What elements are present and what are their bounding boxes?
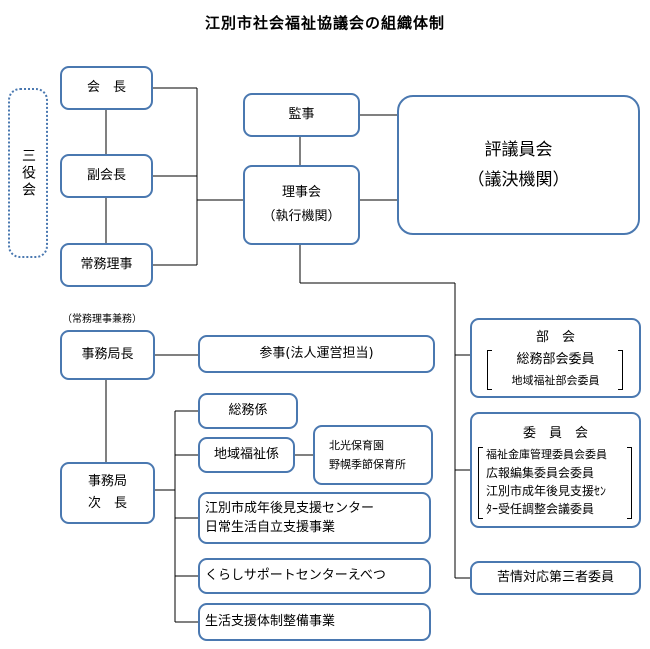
- bukai-bracket-right: [618, 350, 623, 390]
- kurashi-label: くらしサポートセンターえべつ: [205, 568, 386, 583]
- somu-box: 総務係: [198, 393, 298, 429]
- page-title: 江別市社会福祉協議会の組織体制: [204, 14, 445, 32]
- hoikuen-box: 北光保育園 野幌季節保育所: [313, 425, 433, 485]
- seikatsu-shien-label: 生活支援体制整備事業: [205, 614, 336, 629]
- kurashi-box: くらしサポートセンターえべつ: [198, 558, 431, 594]
- hyogiinkai-label-2: （議決機関）: [467, 170, 570, 190]
- seinen-koken-box: 江別市成年後見支援センター 日常生活自立支援事業: [198, 492, 431, 544]
- somu-label: 総務係: [228, 403, 268, 418]
- kanji-label: 監事: [288, 107, 315, 122]
- bukai-bracket-left: [487, 350, 492, 390]
- seinen-koken-label-1: 江別市成年後見支援センター: [205, 500, 375, 516]
- jimukyokucho-label: 事務局長: [81, 347, 134, 362]
- iinkai-item-4: ﾀｰ受任調整会議委員: [486, 502, 595, 516]
- kujo-box: 苦情対応第三者委員: [470, 561, 641, 595]
- jimukyokucho-box: 事務局長: [60, 330, 155, 380]
- jomu-riji-box: 常務理事: [60, 243, 153, 287]
- kanji-box: 監事: [243, 93, 360, 137]
- jimukyoku-jicho-box: 事務局 次 長: [60, 462, 155, 524]
- iinkai-title: 委 員 会: [522, 426, 588, 441]
- seinen-koken-label-2: 日常生活自立支援事業: [205, 519, 336, 535]
- jomu-riji-kenmu-note: （常務理事兼務）: [62, 314, 142, 325]
- iinkai-item-1: 福祉金庫管理委員会委員: [486, 448, 607, 461]
- san-yakkai-frame: 三役会: [8, 88, 48, 258]
- sanji-label: 参事(法人運営担当): [259, 346, 374, 361]
- iinkai-bracket-right: [627, 447, 632, 519]
- iinkai-bracket-left: [478, 447, 483, 519]
- bukai-item-1: 総務部会委員: [516, 352, 595, 367]
- chiiki-fukushi-box: 地域福祉係: [198, 437, 295, 473]
- jomu-riji-label: 常務理事: [80, 257, 133, 272]
- hyogiinkai-label-1: 評議員会: [484, 140, 553, 160]
- kaicho-label: 会 長: [86, 80, 126, 95]
- chiiki-fukushi-label: 地域福祉係: [213, 447, 279, 462]
- jimukyoku-jicho-label-2: 次 長: [87, 496, 127, 511]
- seikatsu-shien-box: 生活支援体制整備事業: [198, 603, 431, 641]
- hyogiinkai-box: 評議員会 （議決機関）: [397, 95, 640, 235]
- iinkai-item-2: 広報編集委員会委員: [486, 466, 595, 480]
- san-yakkai-label: 三役会: [20, 147, 36, 199]
- rijikai-box: 理事会 （執行機関）: [243, 165, 360, 245]
- hoikuen-label-2: 野幌季節保育所: [329, 457, 406, 471]
- rijikai-label-2: （執行機関）: [262, 209, 341, 224]
- bukai-title: 部 会: [535, 330, 575, 345]
- iinkai-item-3: 江別市成年後見支援ｾﾝ: [486, 484, 607, 498]
- jimukyoku-jicho-label-1: 事務局: [87, 474, 127, 489]
- bukai-item-2: 地域福祉部会委員: [511, 374, 600, 387]
- fukukaicho-box: 副会長: [60, 154, 153, 198]
- rijikai-label-1: 理事会: [281, 185, 321, 200]
- fukukaicho-label: 副会長: [86, 168, 126, 183]
- kaicho-box: 会 長: [60, 66, 153, 110]
- kujo-label: 苦情対応第三者委員: [496, 570, 614, 585]
- sanji-box: 参事(法人運営担当): [198, 335, 435, 373]
- iinkai-box: 委 員 会 福祉金庫管理委員会委員 広報編集委員会委員 江別市成年後見支援ｾﾝ …: [470, 412, 641, 528]
- bukai-box: 部 会 総務部会委員 地域福祉部会委員: [470, 318, 641, 398]
- hoikuen-label-1: 北光保育園: [329, 438, 384, 452]
